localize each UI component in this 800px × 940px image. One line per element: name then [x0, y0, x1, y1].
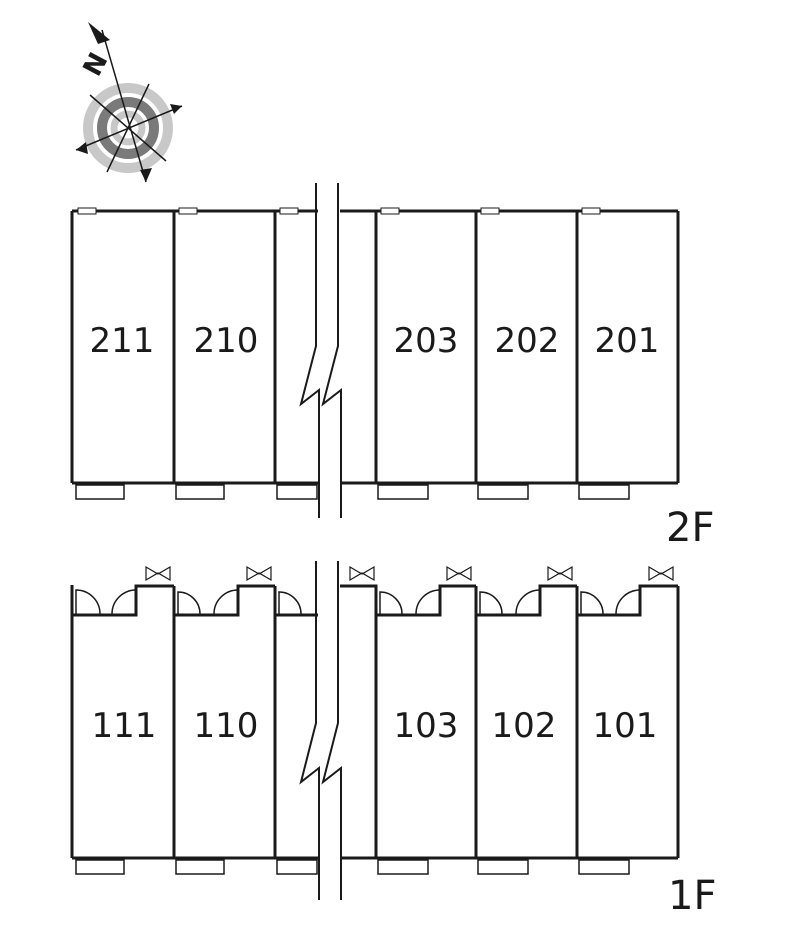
unit-210-label: 210 [194, 321, 259, 361]
unit-111-label: 111 [92, 706, 157, 746]
unit-202-label: 202 [495, 321, 560, 361]
floor-1f-label: 1F [668, 873, 716, 919]
unit-203-label: 203 [394, 321, 459, 361]
unit-103-label: 103 [394, 706, 459, 746]
floor-1f-plan: 111 110 103 102 101 1F [70, 560, 716, 919]
floor-2f-plan: 211 210 203 202 201 2F [70, 180, 714, 551]
unit-101-label: 101 [593, 706, 658, 746]
unit-110-label: 110 [194, 706, 259, 746]
compass-rose-icon: N [75, 22, 183, 183]
floor-2f-label: 2F [666, 505, 714, 551]
unit-201-label: 201 [595, 321, 660, 361]
unit-102-label: 102 [492, 706, 557, 746]
unit-211-label: 211 [90, 321, 155, 361]
